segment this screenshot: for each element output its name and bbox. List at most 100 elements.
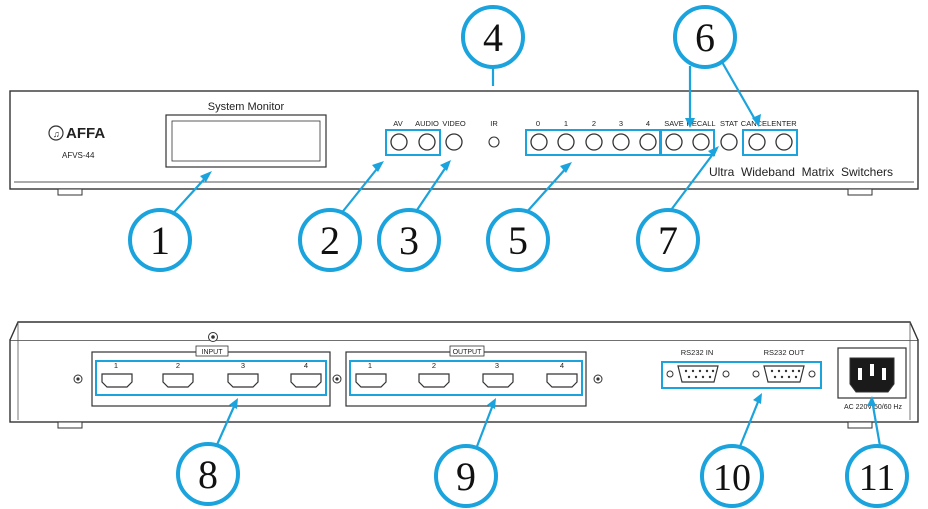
button-label-cancel: CANCEL xyxy=(741,119,771,128)
button-label-recall: RECALL xyxy=(686,119,715,128)
hdmi-output-port-4[interactable] xyxy=(546,373,578,388)
callout-2: 2 xyxy=(298,208,362,272)
button-label-av: AV xyxy=(393,119,402,128)
output-label: OUTPUT xyxy=(453,349,483,356)
button-label-0: 0 xyxy=(536,119,540,128)
video-button[interactable] xyxy=(445,133,463,151)
rs232-out-port[interactable] xyxy=(752,365,816,383)
button-label-stat: STAT xyxy=(720,119,738,128)
rear-foot-left xyxy=(57,421,83,429)
callout-circles: 1 2 3 4 5 6 7 8 xyxy=(128,5,909,508)
button-label-video: VIDEO xyxy=(442,119,466,128)
output-port-label-2: 2 xyxy=(432,361,436,370)
input-port-label-4: 4 xyxy=(304,361,308,370)
callout-3: 3 xyxy=(377,208,441,272)
front-foot-right xyxy=(847,188,873,196)
button-label-enter: ENTER xyxy=(771,119,797,128)
power-inlet[interactable] xyxy=(837,347,907,399)
hdmi-output-port-2[interactable] xyxy=(418,373,450,388)
hdmi-output-port-3[interactable] xyxy=(482,373,514,388)
button-label-4: 4 xyxy=(646,119,650,128)
brand-text: AFFA xyxy=(66,125,105,142)
svg-text:2: 2 xyxy=(320,218,340,263)
hdmi-input-port-2[interactable] xyxy=(162,373,194,388)
recall-button[interactable] xyxy=(692,133,710,151)
button-4[interactable] xyxy=(639,133,657,151)
rear-panel: INPUT 1 2 3 4 OUTPUT 1 2 3 4 xyxy=(9,321,919,429)
callout-8: 8 xyxy=(176,442,240,506)
input-label: INPUT xyxy=(202,349,224,356)
highlight-box-6b xyxy=(742,129,798,156)
enter-button[interactable] xyxy=(775,133,793,151)
hdmi-input-port-1[interactable] xyxy=(101,373,133,388)
button-label-save: SAVE xyxy=(664,119,683,128)
rs232-in-port[interactable] xyxy=(666,365,730,383)
callout-6: 6 xyxy=(673,5,737,69)
highlight-box-6a xyxy=(660,129,715,156)
svg-text:9: 9 xyxy=(456,454,476,499)
svg-text:11: 11 xyxy=(859,457,896,499)
button-label-audio: AUDIO xyxy=(415,119,439,128)
callout-4: 4 xyxy=(461,5,525,69)
svg-text:7: 7 xyxy=(658,218,678,263)
callout-10: 10 xyxy=(700,444,764,508)
button-3[interactable] xyxy=(612,133,630,151)
svg-text:10: 10 xyxy=(713,457,751,499)
screw-icon xyxy=(332,374,342,384)
front-foot-left xyxy=(57,188,83,196)
screw-icon xyxy=(208,332,218,342)
button-label-1: 1 xyxy=(564,119,568,128)
screw-icon xyxy=(593,374,603,384)
callout-7: 7 xyxy=(636,208,700,272)
input-group: INPUT 1 2 3 4 xyxy=(91,345,331,407)
callout-11: 11 xyxy=(845,444,909,508)
mode-buttons: AV AUDIO VIDEO xyxy=(385,119,466,156)
highlight-box-9 xyxy=(349,360,583,396)
svg-text:3: 3 xyxy=(399,218,419,263)
system-monitor-label: System Monitor xyxy=(208,101,285,113)
callout-leaders xyxy=(167,54,882,450)
callout-1: 1 xyxy=(128,208,192,272)
input-port-label-3: 3 xyxy=(241,361,245,370)
cancel-button[interactable] xyxy=(748,133,766,151)
input-port-label-1: 1 xyxy=(114,361,118,370)
button-1[interactable] xyxy=(557,133,575,151)
av-button[interactable] xyxy=(390,133,408,151)
svg-text:4: 4 xyxy=(483,15,503,60)
control-buttons: SAVE RECALL STAT CANCEL ENTER xyxy=(660,119,798,156)
rs232-out-label: RS232 OUT xyxy=(764,348,805,357)
save-button[interactable] xyxy=(665,133,683,151)
ir-sensor xyxy=(488,136,500,148)
output-port-label-3: 3 xyxy=(495,361,499,370)
screw-icons xyxy=(73,332,603,384)
hdmi-input-port-3[interactable] xyxy=(227,373,259,388)
svg-text:8: 8 xyxy=(198,452,218,497)
model-text: AFVS-44 xyxy=(62,151,95,160)
rs232-in-label: RS232 IN xyxy=(681,348,714,357)
button-label-2: 2 xyxy=(592,119,596,128)
audio-button[interactable] xyxy=(418,133,436,151)
input-port-label-2: 2 xyxy=(176,361,180,370)
screw-icon xyxy=(73,374,83,384)
stat-button[interactable] xyxy=(720,133,738,151)
front-panel: ♫ AFFA AFVS-44 System Monitor AV AUDIO V… xyxy=(9,90,919,196)
callout-9: 9 xyxy=(434,444,498,508)
highlight-box-10 xyxy=(661,361,822,389)
svg-text:♫: ♫ xyxy=(53,129,60,139)
output-port-label-1: 1 xyxy=(368,361,372,370)
highlight-box-2 xyxy=(385,129,441,156)
front-panel-body xyxy=(9,90,919,190)
button-2[interactable] xyxy=(585,133,603,151)
hdmi-output-port-1[interactable] xyxy=(355,373,387,388)
svg-text:1: 1 xyxy=(150,218,170,263)
hdmi-input-port-4[interactable] xyxy=(290,373,322,388)
button-label-3: 3 xyxy=(619,119,623,128)
svg-text:6: 6 xyxy=(695,15,715,60)
button-0[interactable] xyxy=(530,133,548,151)
ir-label: IR xyxy=(490,119,498,128)
rs232-group: RS232 IN RS232 OUT xyxy=(661,348,822,389)
tagline-text: Ultra Wideband Matrix Switchers xyxy=(709,165,893,179)
output-port-label-4: 4 xyxy=(560,361,564,370)
number-buttons: 0 1 2 3 4 xyxy=(525,119,661,156)
